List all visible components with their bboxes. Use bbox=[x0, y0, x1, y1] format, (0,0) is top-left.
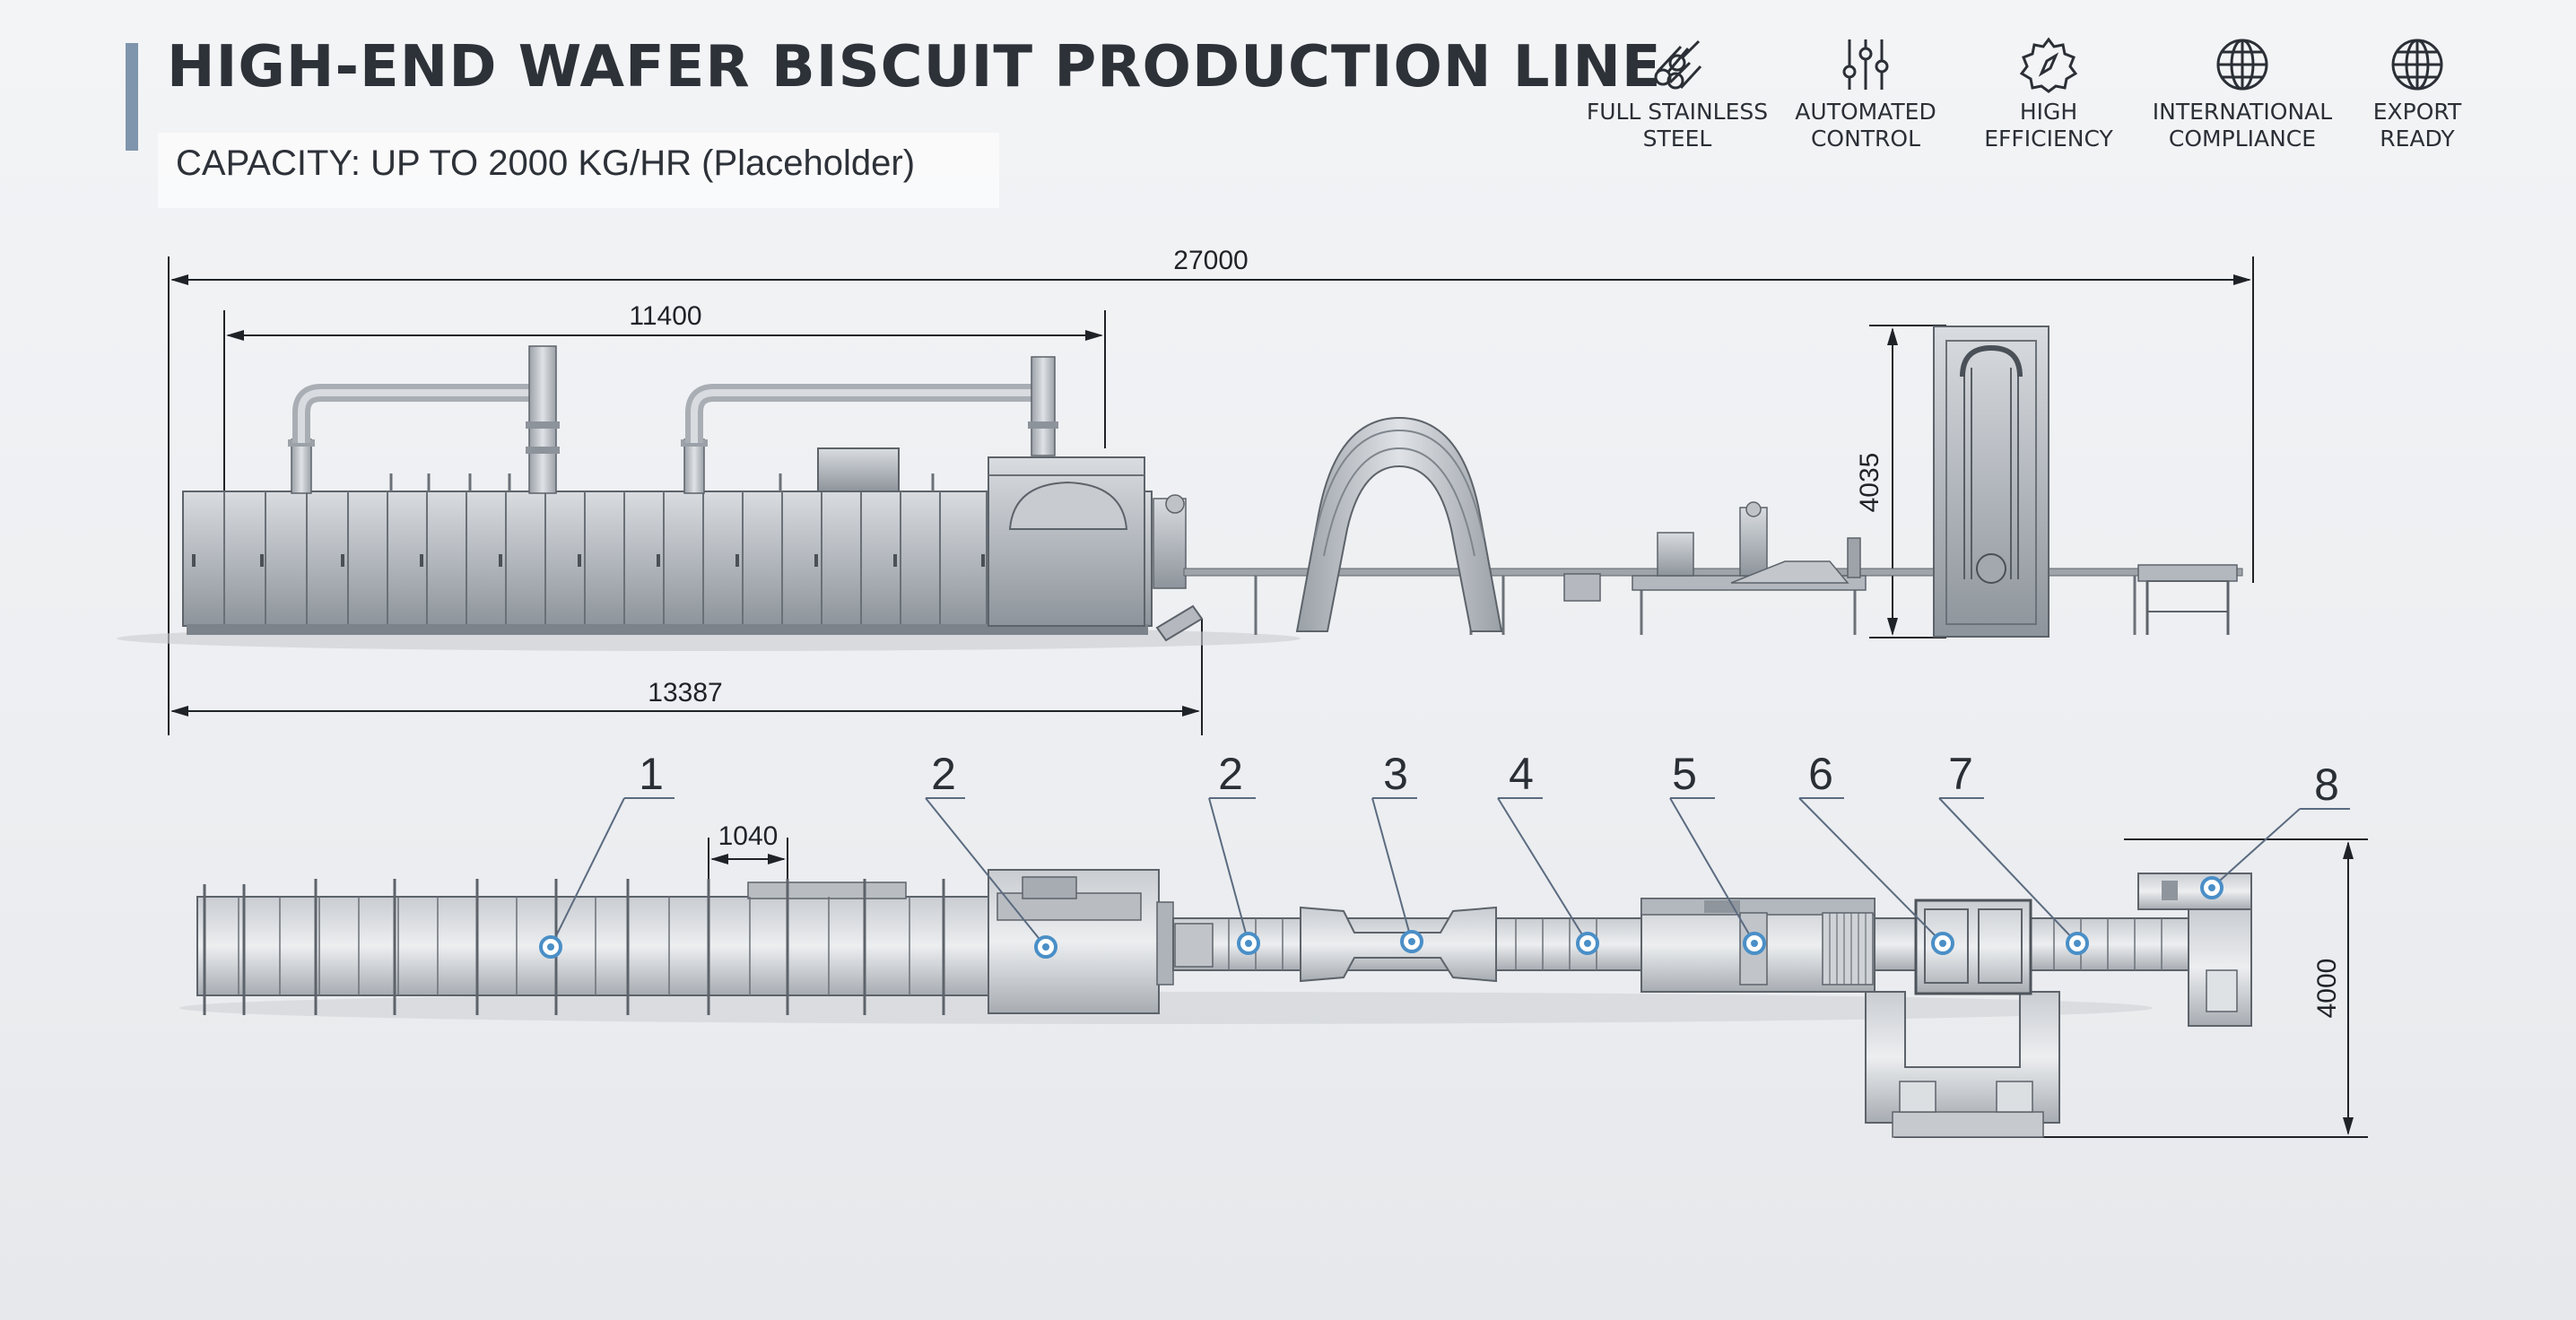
feature-high-efficiency: HIGH EFFICIENCY bbox=[1950, 36, 2147, 152]
feature-label-line1: INTERNATIONAL bbox=[2152, 99, 2333, 125]
feature-label-line1: AUTOMATED bbox=[1795, 99, 1936, 125]
callout-marker bbox=[1400, 930, 1423, 953]
feature-automated-control: AUTOMATED CONTROL bbox=[1767, 36, 1964, 152]
callout-marker bbox=[2066, 932, 2089, 955]
feature-label-line2: READY bbox=[2380, 126, 2455, 152]
callout-marker bbox=[539, 935, 562, 959]
globe-icon bbox=[2391, 39, 2443, 91]
feature-export-ready: EXPORT READY bbox=[2319, 36, 2516, 152]
dimension-overall-length: 27000 bbox=[1173, 246, 1248, 275]
feature-list: FULL STAINLESS STEEL AUTOMATED CONTROL H… bbox=[1579, 36, 2511, 170]
callout-number: 4 bbox=[1509, 749, 1534, 799]
callout-numbers: 1 2 2 3 4 5 6 7 8 bbox=[639, 749, 2339, 810]
downstream-side-view bbox=[1183, 326, 2243, 638]
callout-marker bbox=[2200, 876, 2224, 899]
callout-number: 3 bbox=[1383, 749, 1408, 799]
feature-label-line1: HIGH bbox=[2019, 99, 2078, 125]
callout-marker bbox=[1743, 932, 1766, 955]
compass-icon bbox=[2020, 37, 2077, 93]
capacity-subtitle: CAPACITY: UP TO 2000 KG/HR (Placeholder) bbox=[176, 143, 916, 183]
feature-international-compliance: INTERNATIONAL COMPLIANCE bbox=[2144, 36, 2341, 152]
callout-number: 1 bbox=[639, 749, 664, 799]
feature-stainless-steel: FULL STAINLESS STEEL bbox=[1579, 36, 1776, 152]
dimension-layout-width: 4000 bbox=[2312, 959, 2342, 1019]
callout-markers bbox=[539, 876, 2224, 959]
dimension-oven-module: 1040 bbox=[718, 821, 779, 851]
callout-number: 8 bbox=[2314, 760, 2339, 810]
feature-label-line2: STEEL bbox=[1642, 126, 1712, 152]
sliders-icon bbox=[1842, 39, 1889, 90]
feature-label-line2: EFFICIENCY bbox=[1984, 126, 2113, 152]
callout-number: 2 bbox=[1218, 749, 1243, 799]
callout-marker bbox=[1931, 932, 1954, 955]
callout-number: 6 bbox=[1808, 749, 1833, 799]
callout-marker bbox=[1576, 932, 1599, 955]
feature-label-line1: FULL STAINLESS bbox=[1586, 99, 1769, 125]
title-accent-bar bbox=[126, 43, 138, 151]
callout-number: 2 bbox=[931, 749, 956, 799]
callout-marker bbox=[1237, 932, 1260, 955]
subtitle-panel bbox=[158, 133, 999, 208]
callout-number: 7 bbox=[1948, 749, 1973, 799]
dimension-oven-length: 11400 bbox=[629, 301, 701, 331]
page-title: HIGH-END WAFER BISCUIT PRODUCTION LINE bbox=[167, 34, 1662, 100]
callout-number: 5 bbox=[1672, 749, 1697, 799]
dimension-oven-section: 13387 bbox=[648, 678, 722, 708]
feature-label-line1: EXPORT bbox=[2372, 99, 2462, 125]
top-view-layout bbox=[179, 869, 2252, 1138]
callout-marker bbox=[1034, 935, 1057, 959]
oven-side-view bbox=[117, 345, 1301, 651]
callout-leaders bbox=[550, 797, 2350, 948]
steel-pipes-icon bbox=[1654, 39, 1702, 90]
feature-label-line2: CONTROL bbox=[1810, 126, 1921, 152]
dimension-cooling-tower-height: 4035 bbox=[1855, 453, 1884, 513]
globe-icon bbox=[2216, 39, 2268, 91]
feature-label-line2: COMPLIANCE bbox=[2168, 126, 2317, 152]
